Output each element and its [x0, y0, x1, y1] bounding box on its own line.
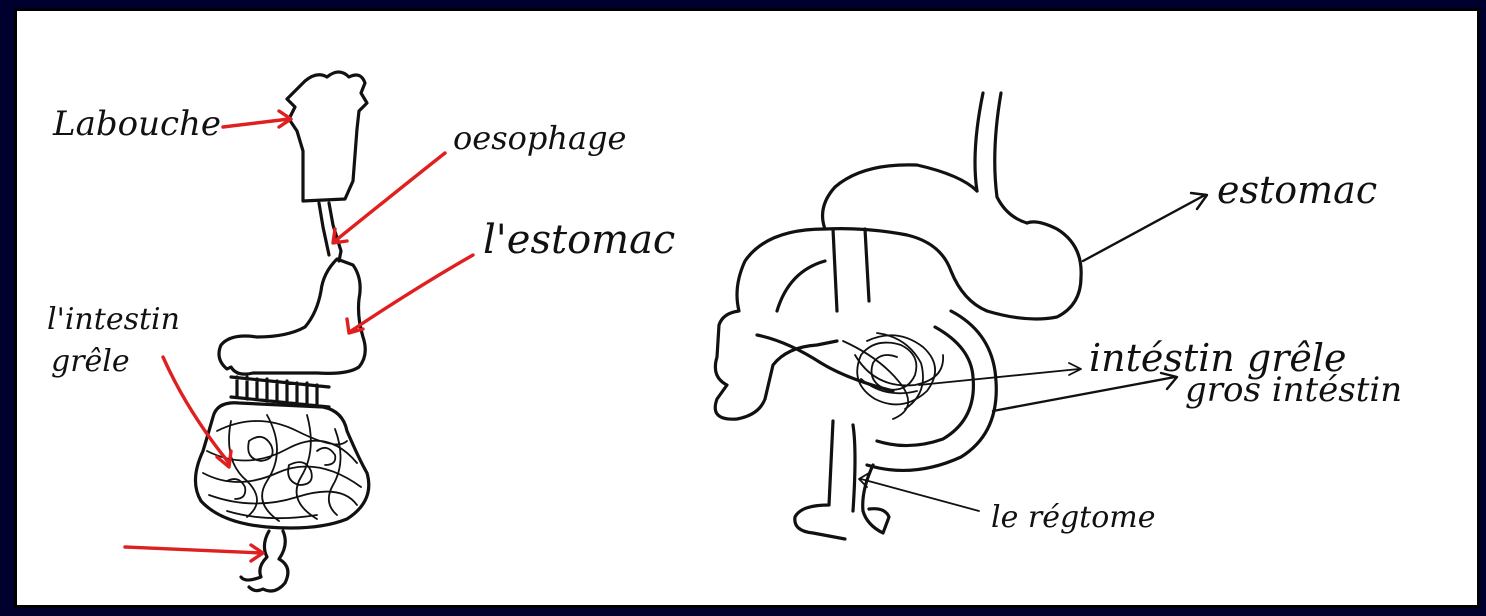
label-large-intestine: gros intéstin [1185, 370, 1402, 410]
esophagus-shape-right [975, 93, 1027, 223]
left-diagram: Labouche oesophage l'estomac l'intestin … [47, 72, 675, 591]
label-rectum: le régtome [991, 500, 1156, 535]
arrow-small-intestine [163, 357, 231, 467]
label-estomac: estomac [1217, 168, 1377, 212]
right-diagram: estomac intéstin grêle gros intéstin le … [715, 93, 1402, 539]
label-esophagus: oesophage [453, 119, 626, 157]
stomach-shape-left [219, 259, 365, 374]
stomach-shape-right [823, 165, 1082, 319]
small-intestine-coil-right [843, 333, 943, 419]
label-small-intestine-2: grêle [51, 344, 130, 379]
arrow-rectum-right [859, 473, 979, 511]
small-intestine-outline [195, 403, 368, 528]
rectum-shape-right [795, 421, 889, 539]
arrow-mouth [223, 111, 291, 127]
label-stomach-left: l'estomac [483, 217, 675, 263]
arrow-small-intestine-right [919, 363, 1081, 385]
esophagus-shape [319, 203, 341, 261]
label-mouth: Labouche [52, 104, 221, 144]
arrow-stomach [347, 255, 473, 333]
mouth-shape [287, 72, 367, 201]
small-intestine-coils [203, 415, 361, 521]
arrow-estomac [1083, 193, 1207, 261]
large-intestine-arc-inner [877, 327, 973, 446]
drawing-canvas: Labouche oesophage l'estomac l'intestin … [14, 8, 1480, 608]
digestive-system-drawing: Labouche oesophage l'estomac l'intestin … [17, 11, 1477, 605]
arrow-esophagus [333, 153, 445, 243]
colon-left [715, 229, 869, 419]
arrow-rectum [125, 545, 263, 561]
colon-left-inner [777, 261, 825, 311]
label-small-intestine-1: l'intestin [47, 302, 180, 337]
rectum-shape [241, 531, 288, 591]
